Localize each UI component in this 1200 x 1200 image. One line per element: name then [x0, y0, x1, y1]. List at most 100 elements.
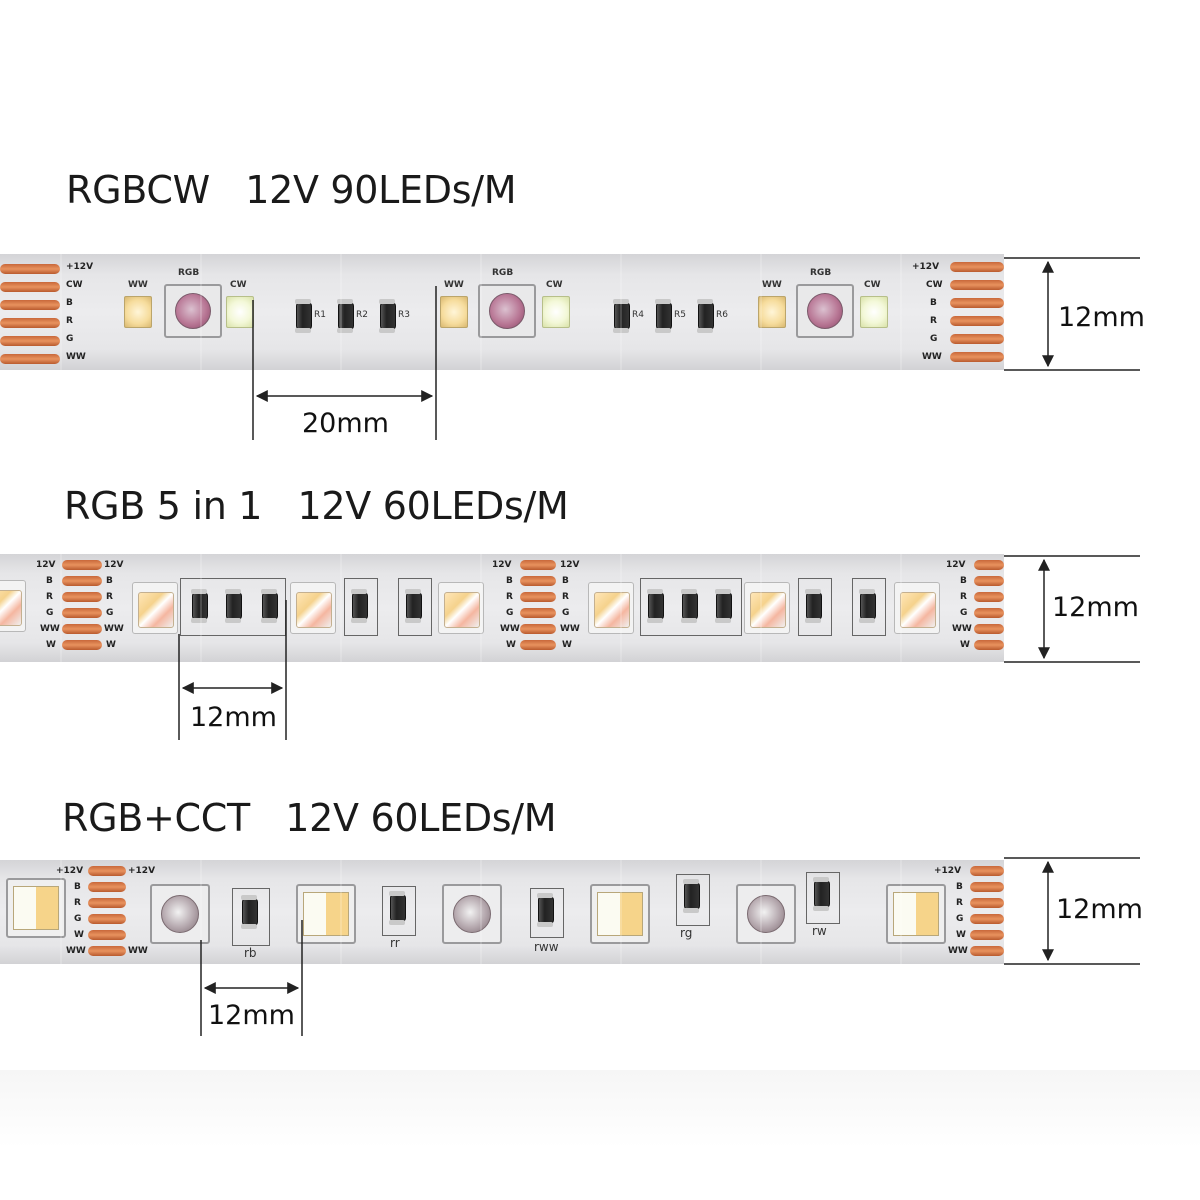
resistor-label: rg	[680, 926, 693, 940]
pad	[62, 560, 102, 570]
pad	[62, 592, 102, 602]
pad	[974, 608, 1004, 618]
resistor	[681, 589, 698, 623]
pad-label: WW	[948, 946, 968, 956]
led-rgb	[150, 884, 210, 944]
pad-label: WW	[560, 624, 580, 634]
led-5in1	[744, 582, 790, 634]
pad	[950, 352, 1004, 362]
resistor-box	[232, 888, 270, 946]
pad-label: G	[930, 334, 938, 344]
pad-label: WW	[40, 624, 60, 634]
pad	[974, 592, 1004, 602]
led-5in1	[438, 582, 484, 634]
resistor-box	[798, 578, 832, 636]
pad	[974, 576, 1004, 586]
led-warm-white	[758, 296, 786, 328]
pad	[88, 866, 126, 876]
resistor-box	[344, 578, 378, 636]
led-cct	[886, 884, 946, 944]
pad-label: B	[960, 576, 967, 586]
led-label-cw: CW	[546, 280, 563, 290]
resistor-label: R1	[314, 310, 326, 320]
strip1-pitch-label: 20mm	[302, 408, 389, 439]
led-label-ww: WW	[762, 280, 782, 290]
pad-label: 12V	[492, 560, 512, 570]
resistor	[613, 299, 630, 333]
resistor-label: R5	[674, 310, 686, 320]
pad	[520, 624, 556, 634]
led-5in1	[894, 582, 940, 634]
pad-label: R	[562, 592, 569, 602]
resistor	[683, 879, 700, 913]
led-label-rgb: RGB	[810, 268, 832, 278]
resistor-label: R3	[398, 310, 410, 320]
resistor	[241, 895, 258, 929]
resistor	[647, 589, 664, 623]
pad-label: WW	[952, 624, 972, 634]
pad-label: 12V	[946, 560, 966, 570]
pad-label: W	[74, 930, 84, 940]
led-label-ww: WW	[128, 280, 148, 290]
pad-label: +12V	[128, 866, 156, 876]
pad	[950, 334, 1004, 344]
pad-label: G	[106, 608, 114, 618]
resistor-label: R6	[716, 310, 728, 320]
resistor	[389, 891, 406, 925]
pad-label: G	[66, 334, 74, 344]
pad-label: R	[74, 898, 81, 908]
pad-label: B	[562, 576, 569, 586]
pad	[520, 640, 556, 650]
pad-label: R	[506, 592, 513, 602]
pad-label: 12V	[36, 560, 56, 570]
strip3-width-label: 12mm	[1056, 894, 1143, 925]
pad	[974, 640, 1004, 650]
resistor	[405, 589, 422, 623]
bottom-fade	[0, 1070, 1200, 1200]
pad-label: R	[930, 316, 937, 326]
led-rgb	[478, 284, 536, 338]
pad-label: B	[46, 576, 53, 586]
resistor	[805, 589, 822, 623]
pad	[520, 608, 556, 618]
pad-label: B	[74, 882, 81, 892]
resistor	[697, 299, 714, 333]
pad	[0, 336, 60, 346]
resistor	[261, 589, 278, 623]
pad	[950, 298, 1004, 308]
resistor-label: rww	[534, 940, 559, 954]
led-cct	[6, 878, 66, 938]
led-cool-white	[860, 296, 888, 328]
pad	[950, 280, 1004, 290]
led-rgb	[164, 284, 222, 338]
pad-label: W	[506, 640, 516, 650]
pad-label: B	[106, 576, 113, 586]
led-5in1	[132, 582, 178, 634]
pad-label: 12V	[560, 560, 580, 570]
pad-label: G	[506, 608, 514, 618]
pad	[974, 624, 1004, 634]
pad-label: WW	[922, 352, 942, 362]
pad	[970, 946, 1004, 956]
strip1-width-label: 12mm	[1058, 302, 1145, 333]
pad	[0, 264, 60, 274]
resistor-label: rr	[390, 936, 400, 950]
led-rgb	[796, 284, 854, 338]
pad-label: W	[960, 640, 970, 650]
resistor	[859, 589, 876, 623]
led-5in1	[0, 580, 26, 632]
pad-label: W	[562, 640, 572, 650]
pad	[88, 898, 126, 908]
pad	[970, 930, 1004, 940]
pad	[0, 318, 60, 328]
resistor	[813, 877, 830, 911]
resistor-box	[398, 578, 432, 636]
resistor	[191, 589, 208, 623]
led-cct	[296, 884, 356, 944]
pad-label: B	[66, 298, 73, 308]
strip3-pitch-label: 12mm	[208, 1000, 295, 1031]
resistor-box	[530, 888, 564, 938]
strip2-pcb: 12V B R G WW W 12V B R G WW W 12V B R G …	[0, 554, 1004, 662]
led-label-cw: CW	[230, 280, 247, 290]
